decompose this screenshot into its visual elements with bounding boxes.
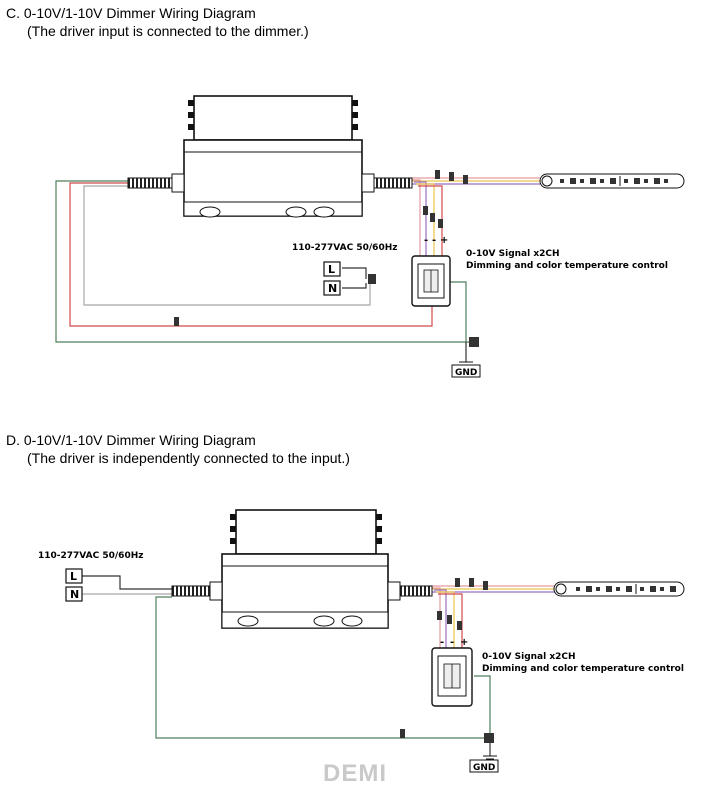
diagram-d-wires: [82, 575, 556, 756]
d-led-strip: [553, 581, 685, 597]
section-d-heading: D. 0-10V/1-10V Dimmer Wiring Diagram (Th…: [6, 431, 350, 467]
c-minus-label-1: -: [424, 235, 428, 246]
c-signal-wire-2: [414, 181, 427, 258]
c-input-gland: [171, 173, 185, 193]
d-minus-label-1: -: [440, 637, 444, 648]
section-c-heading: C. 0-10V/1-10V Dimmer Wiring Diagram (Th…: [6, 4, 309, 40]
d-signal-wire-2: [434, 589, 447, 650]
section-c-title: C. 0-10V/1-10V Dimmer Wiring Diagram: [6, 5, 256, 21]
c-ground-wire: [55, 180, 474, 343]
c-gnd-label: GND: [455, 368, 477, 378]
d-line-wire: [82, 575, 172, 590]
c-output-gland: [361, 173, 375, 193]
d-plus-label: +: [460, 637, 468, 648]
c-signal-label: 0-10V Signal x2CH: [466, 249, 560, 259]
section-d-subtitle: (The driver is independently connected t…: [27, 450, 350, 466]
section-d-title: D. 0-10V/1-10V Dimmer Wiring Diagram: [6, 432, 256, 448]
demi-watermark: DEMI: [323, 760, 387, 787]
d-line-label: L: [70, 570, 77, 583]
c-neutral-label: N: [328, 282, 337, 295]
d-dimmer: [431, 647, 473, 707]
d-line-terminal: [65, 568, 83, 584]
d-signal-label: 0-10V Signal x2CH: [482, 652, 576, 662]
c-input-cable: [127, 177, 177, 189]
d-led-driver: [221, 509, 389, 629]
d-signal-wire-3: [436, 591, 455, 650]
c-neutral-terminal: [323, 280, 341, 296]
c-led-strip: [539, 173, 685, 189]
d-input-cable: [171, 585, 215, 597]
c-neutral-wire-to-driver: [83, 185, 371, 306]
d-input-gland: [209, 581, 223, 601]
c-led-driver: [183, 95, 363, 218]
section-c-subtitle: (The driver input is connected to the di…: [27, 23, 309, 39]
c-red-wire: [69, 182, 433, 327]
d-gnd-box: [469, 759, 499, 773]
c-minus-label-2: -: [432, 235, 436, 246]
d-output-gland: [387, 581, 401, 601]
d-signal-wire-1: [432, 587, 441, 650]
c-line-wire: [342, 267, 367, 279]
diagram-d: - - + L N GND 110-277VAC 50/60Hz 0-10V S…: [38, 509, 685, 773]
d-output-cable: [399, 585, 433, 597]
c-line-label: L: [328, 263, 335, 276]
c-plus-label: +: [440, 235, 448, 246]
c-signal-wire-4: [418, 185, 443, 258]
c-signal-wire-3: [416, 183, 435, 258]
c-output-cable: [373, 177, 413, 189]
c-line-terminal: [323, 261, 341, 277]
c-voltage-label: 110-277VAC 50/60Hz: [292, 243, 397, 253]
d-signal-description: Dimming and color temperature control: [482, 664, 684, 674]
diagram-c-wires: [55, 177, 540, 362]
d-voltage-label: 110-277VAC 50/60Hz: [38, 551, 143, 561]
c-wire-connectors: [174, 170, 479, 347]
d-gnd-label: GND: [473, 763, 495, 773]
c-signal-description: Dimming and color temperature control: [466, 261, 668, 271]
d-neutral-label: N: [70, 588, 79, 601]
d-signal-wire-4: [438, 593, 463, 650]
c-signal-wire-1: [412, 179, 421, 258]
c-dimmer: [411, 255, 451, 307]
d-ground-wire: [155, 596, 491, 739]
c-dimmer-to-gnd: [450, 281, 467, 342]
c-neutral-wire: [342, 283, 367, 289]
d-neutral-terminal: [65, 586, 83, 602]
d-minus-label-2: -: [450, 637, 454, 648]
c-gnd-box: [451, 364, 481, 378]
d-wire-connectors: [400, 578, 494, 743]
diagram-c: - - + L N GND 110-277VAC 50/60Hz 0-10V S…: [55, 95, 685, 378]
